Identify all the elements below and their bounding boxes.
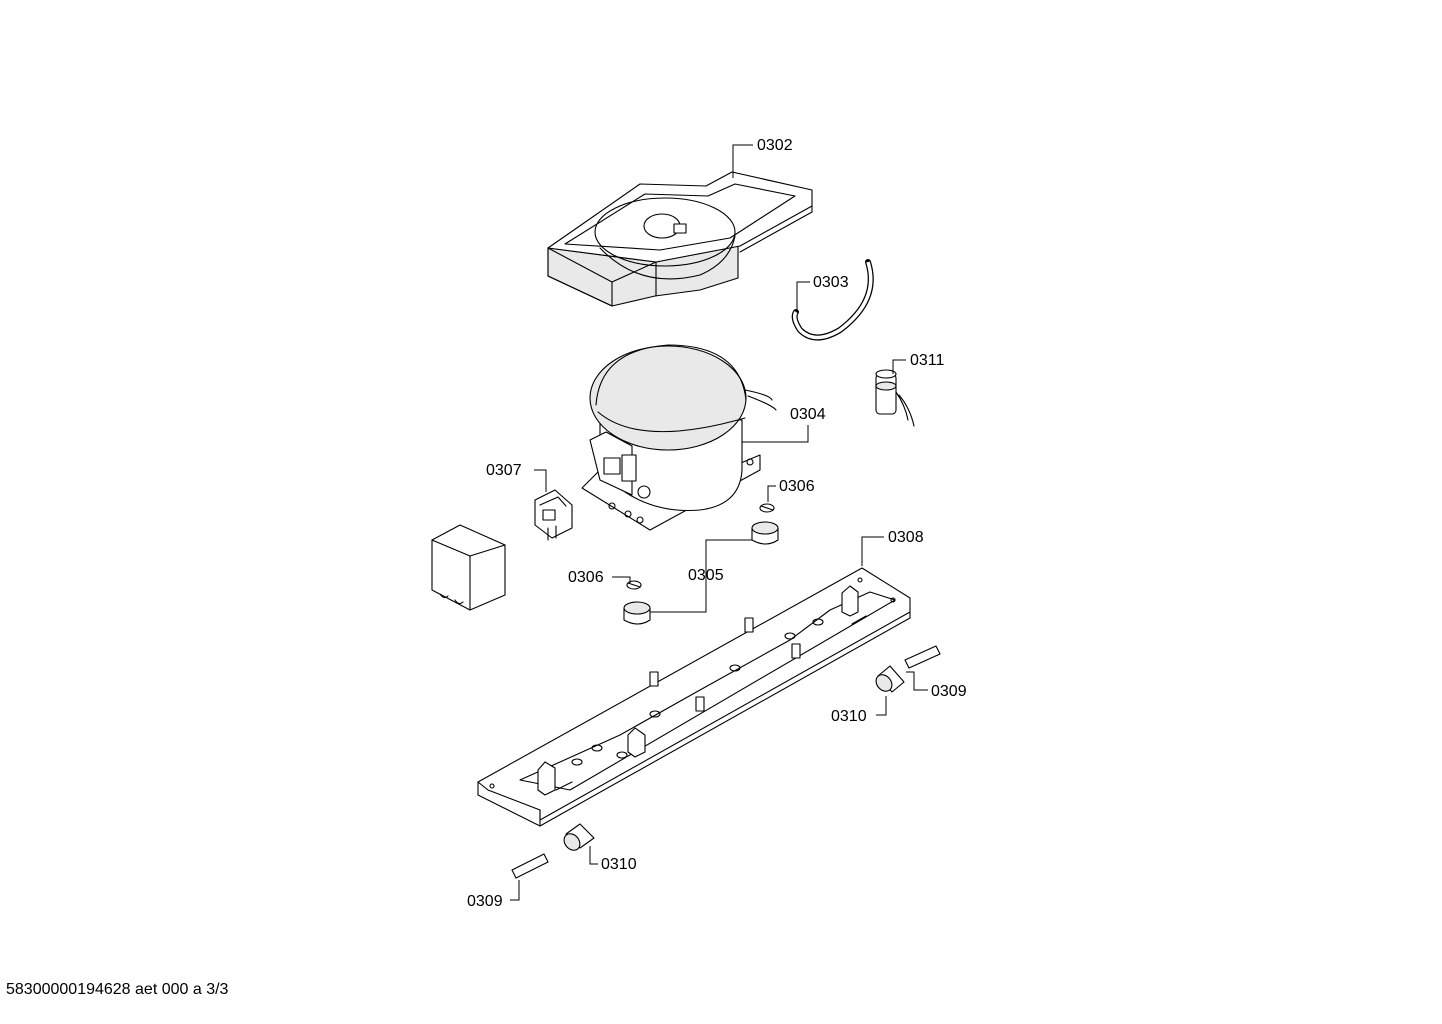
drip-tray-part xyxy=(547,171,813,307)
label-0303: 0303 xyxy=(813,274,849,291)
label-0306-upper: 0306 xyxy=(779,478,815,495)
terminal-cover-part xyxy=(431,524,506,611)
leader-0307 xyxy=(534,469,547,492)
relay-part xyxy=(534,489,573,541)
document-footer-code: 58300000194628 aet 000 a 3/3 xyxy=(6,981,229,998)
hose-part xyxy=(791,259,874,341)
label-0311: 0311 xyxy=(910,352,945,369)
spacer-sleeve-right xyxy=(875,665,905,693)
pin-left xyxy=(511,853,549,879)
label-0302: 0302 xyxy=(757,137,793,154)
spacer-sleeve-left xyxy=(563,823,595,851)
leader-0309-left xyxy=(510,880,520,901)
label-0310-right: 0310 xyxy=(831,708,867,725)
label-0310-left: 0310 xyxy=(601,856,637,873)
leader-0303 xyxy=(796,281,810,312)
label-0308: 0308 xyxy=(888,529,924,546)
grommet-upper xyxy=(751,503,779,545)
leader-0311 xyxy=(892,359,906,374)
leader-0305 xyxy=(650,539,752,613)
pin-right xyxy=(904,645,941,669)
mounting-base-part xyxy=(477,567,911,827)
label-0305: 0305 xyxy=(688,567,724,584)
leader-0310-left xyxy=(589,846,598,865)
leader-0310-right xyxy=(876,696,887,716)
label-0309-right: 0309 xyxy=(931,683,967,700)
label-0306-lower: 0306 xyxy=(568,569,604,586)
label-0309-left: 0309 xyxy=(467,893,503,910)
compressor-part xyxy=(581,344,777,531)
grommet-lower xyxy=(623,580,651,625)
leader-0304 xyxy=(742,425,809,443)
leader-0309-right xyxy=(906,671,928,691)
leader-0308 xyxy=(861,536,884,566)
label-0304: 0304 xyxy=(790,406,826,423)
label-0307: 0307 xyxy=(486,462,522,479)
leader-0306-lower xyxy=(612,576,631,583)
capacitor-part xyxy=(875,369,915,427)
leader-0306-upper xyxy=(767,485,776,502)
leader-0302 xyxy=(732,144,753,178)
